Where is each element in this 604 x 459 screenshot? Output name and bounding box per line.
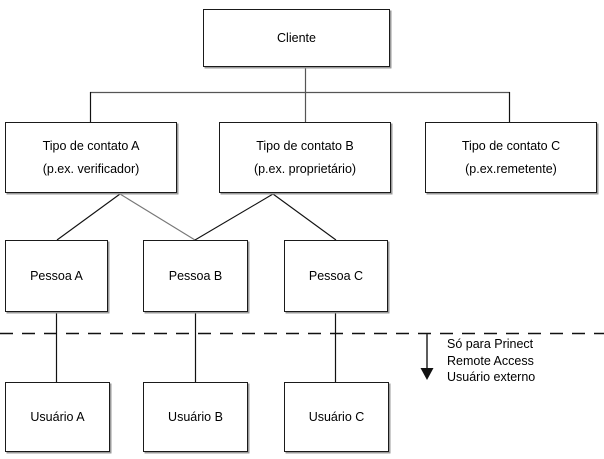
node-usuario-b-label: Usuário B <box>168 409 223 424</box>
node-cliente[interactable]: Cliente <box>203 9 390 67</box>
node-tipo-contato-b-line1: Tipo de contato B <box>256 138 354 153</box>
annotation-line-2: Remote Access <box>447 353 534 368</box>
node-tipo-contato-c[interactable]: Tipo de contato C (p.ex.remetente) <box>425 122 597 193</box>
node-tipo-contato-a-line2: (p.ex. verificador) <box>42 162 140 176</box>
node-usuario-c-label: Usuário C <box>308 409 365 424</box>
external-scope-annotation: Só para Prinect Remote Access Usuário ex… <box>447 336 535 386</box>
node-pessoa-c-label: Pessoa C <box>308 268 364 283</box>
node-pessoa-a[interactable]: Pessoa A <box>5 240 108 312</box>
node-tipo-contato-a[interactable]: Tipo de contato A (p.ex. verificador) <box>5 122 177 193</box>
node-usuario-a[interactable]: Usuário A <box>5 382 110 452</box>
node-pessoa-c[interactable]: Pessoa C <box>284 240 388 312</box>
node-pessoa-b-label: Pessoa B <box>168 268 223 283</box>
node-usuario-c[interactable]: Usuário C <box>284 382 389 452</box>
annotation-line-3: Usuário externo <box>447 370 536 384</box>
node-cliente-label: Cliente <box>277 30 316 45</box>
node-tipo-contato-c-line1: Tipo de contato C <box>461 138 561 153</box>
connector-tipo-a-to-pessoa-a <box>56 193 121 241</box>
node-pessoa-a-label: Pessoa A <box>30 268 83 283</box>
node-tipo-contato-b-line2: (p.ex. proprietário) <box>253 162 357 176</box>
connector-tipo-b-to-pessoa-c <box>272 193 337 241</box>
connector-tipo-a-to-pessoa-b <box>119 193 196 241</box>
node-pessoa-b[interactable]: Pessoa B <box>143 240 248 312</box>
annotation-arrow-head-icon <box>420 368 434 380</box>
node-usuario-a-label: Usuário A <box>30 409 85 424</box>
node-tipo-contato-b[interactable]: Tipo de contato B (p.ex. proprietário) <box>219 122 391 193</box>
connector-tipo-b-to-pessoa-b <box>194 193 274 241</box>
annotation-line-1: Só para Prinect <box>447 337 534 351</box>
node-tipo-contato-a-line1: Tipo de contato A <box>42 138 140 153</box>
node-usuario-b[interactable]: Usuário B <box>143 382 248 452</box>
node-tipo-contato-c-line2: (p.ex.remetente) <box>465 162 557 176</box>
